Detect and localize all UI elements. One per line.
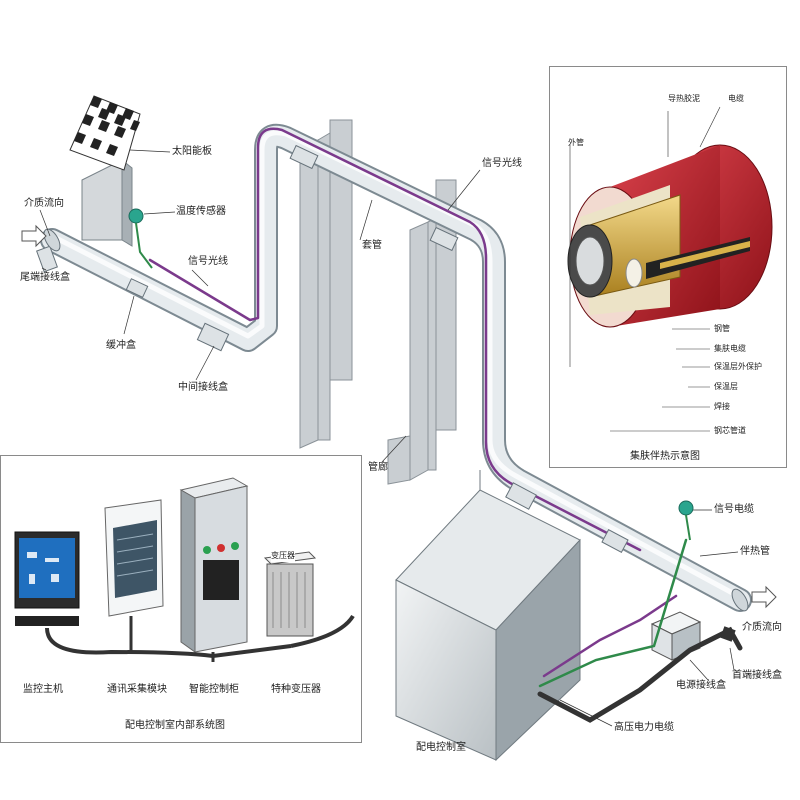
room-equipment xyxy=(14,477,355,662)
inset-label-r1: 钢管 xyxy=(714,324,730,333)
inset-heat-title: 集肤伴热示意图 xyxy=(630,451,700,462)
label-heated-pipe: 伴热管 xyxy=(740,546,770,557)
inset-label-r2: 集肤电缆 xyxy=(714,344,746,353)
label-flow-in: 介质流向 xyxy=(24,198,64,209)
label-buffer: 缓冲盒 xyxy=(106,340,136,351)
label-temp-sensor: 温度传感器 xyxy=(176,206,226,217)
inset-label-top-a: 导热胶泥 xyxy=(668,94,700,103)
temp-sensor xyxy=(128,208,153,269)
transformer-badge: 变压器 xyxy=(271,550,295,562)
label-signal-cable: 信号电缆 xyxy=(714,504,754,515)
room-item-0: 监控主机 xyxy=(23,684,63,695)
solar-panel xyxy=(69,95,141,247)
label-signal-fiber-top: 信号光线 xyxy=(482,158,522,169)
heated-pipeline xyxy=(40,123,752,612)
label-pipe-top: 套管 xyxy=(362,240,382,251)
inset-room-title: 配电控制室内部系统图 xyxy=(125,720,225,731)
inset-label-r3: 保温层外保护 xyxy=(714,362,762,371)
inset-room-panel: 变压器 监控主机 通讯采集模块 智能控制柜 特种变压器 配电控制室内部系统图 xyxy=(0,455,362,743)
inset-label-r6: 钢芯管道 xyxy=(714,426,746,435)
heat-cross-section xyxy=(567,106,773,432)
head-box xyxy=(720,626,736,642)
label-hv-cable: 高压电力电缆 xyxy=(614,722,674,733)
label-control-room: 配电控制室 xyxy=(416,742,466,753)
pipe-sensor-right xyxy=(678,500,694,541)
label-flow-out: 介质流向 xyxy=(742,622,782,633)
label-tail-box: 尾端接线盒 xyxy=(20,272,70,283)
room-item-3: 特种变压器 xyxy=(271,684,321,695)
flow-arrows xyxy=(21,224,777,609)
power-junction-box xyxy=(650,611,702,661)
inset-label-left: 外管 xyxy=(568,138,584,147)
inset-label-r4: 保温层 xyxy=(714,382,738,391)
leader-lines xyxy=(39,149,739,727)
label-signal-fiber-left: 信号光线 xyxy=(188,256,228,267)
control-room-building xyxy=(395,470,581,762)
label-pipe-mid: 管廊 xyxy=(368,462,388,473)
heating-cable xyxy=(148,127,642,552)
label-solar-panel: 太阳能板 xyxy=(172,146,212,157)
room-item-1: 通讯采集模块 xyxy=(107,684,167,695)
pipe-boxes xyxy=(36,144,629,554)
inset-heat-panel: 导热胶泥 电缆 外管 钢管 集肤电缆 保温层外保护 保温层 焊接 钢芯管道 集肤… xyxy=(549,66,787,468)
inset-label-r5: 焊接 xyxy=(714,402,730,411)
label-head-box: 首端接线盒 xyxy=(732,670,782,681)
label-middle-box: 中间接线盒 xyxy=(178,382,228,393)
label-power-box: 电源接线盒 xyxy=(676,680,726,691)
inset-label-top-b: 电缆 xyxy=(728,94,744,103)
room-item-2: 智能控制柜 xyxy=(189,684,239,695)
